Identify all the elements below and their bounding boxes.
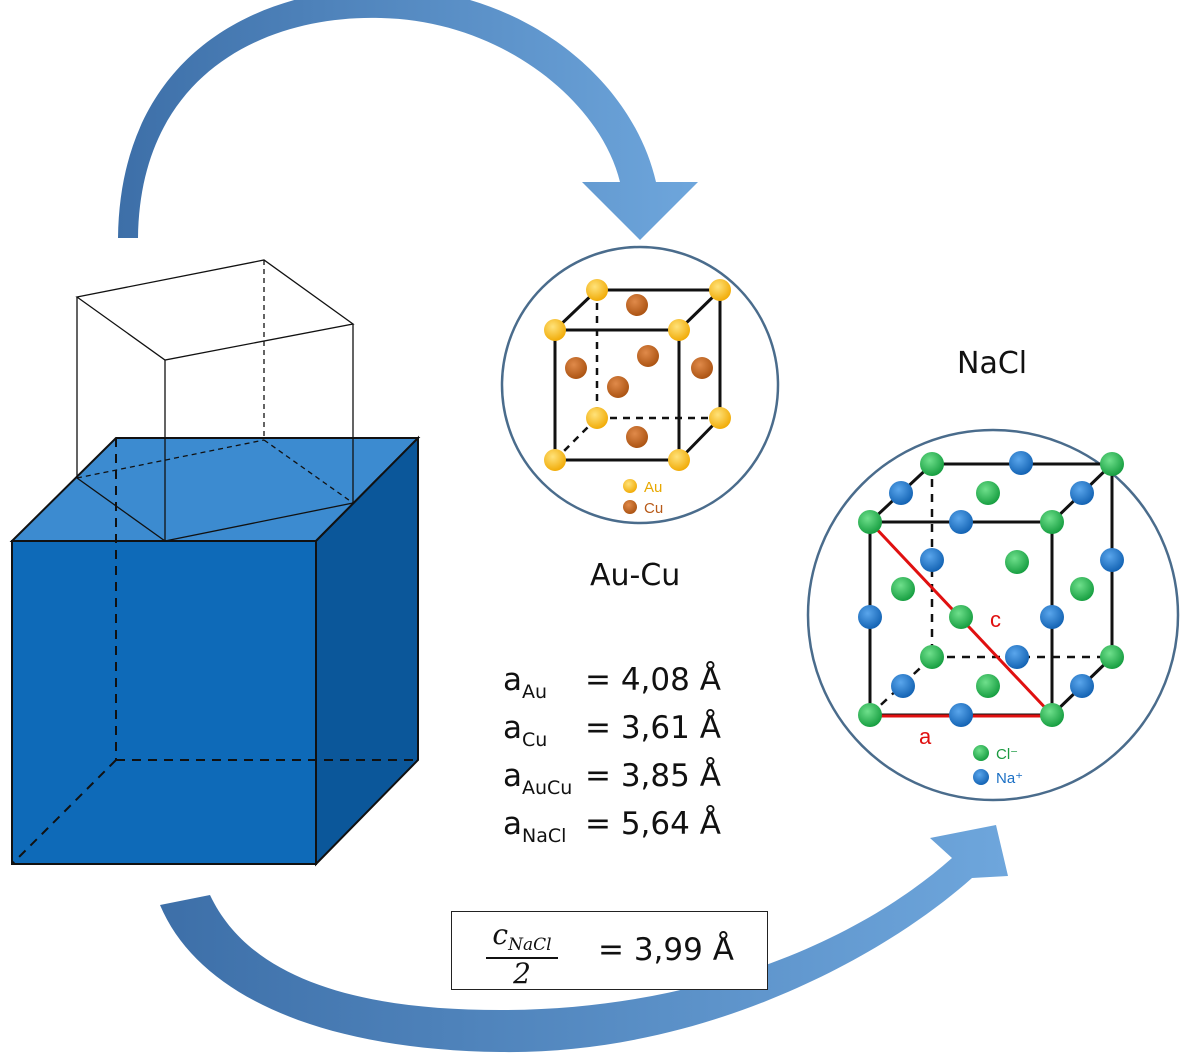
cl-ion (1040, 703, 1064, 727)
cu-atom (626, 294, 648, 316)
cl-legend-label: Cl⁻ (996, 746, 1018, 763)
lattice-constant-cu: aCu = 3,61 Å (503, 710, 721, 751)
cu-atom (691, 357, 713, 379)
aucu-circle (500, 245, 780, 525)
na-legend-swatch (973, 769, 989, 785)
cu-atom (626, 426, 648, 448)
subscript: Au (522, 681, 548, 703)
na-ion (1040, 605, 1064, 629)
symbol: a (503, 806, 522, 842)
na-legend-label: Na⁺ (996, 770, 1023, 787)
na-ion (949, 703, 973, 727)
value: = 3,61 Å (585, 710, 721, 746)
cu-legend-swatch (623, 500, 637, 514)
au-atom (586, 279, 608, 301)
cu-atom (637, 345, 659, 367)
cu-atom (607, 376, 629, 398)
au-atom (668, 449, 690, 471)
cl-ion (858, 510, 882, 534)
cl-ions (858, 452, 1124, 727)
film-cube (75, 259, 355, 542)
aucu-unit-cell: Au Cu (500, 245, 780, 525)
lattice-constant-nacl: aNaCl = 5,64 Å (503, 806, 721, 847)
na-ion (1009, 451, 1033, 475)
au-atom (709, 407, 731, 429)
cl-ion (976, 481, 1000, 505)
lattice-constant-au: aAu = 4,08 Å (503, 662, 721, 703)
substrate-cube (9, 435, 421, 867)
na-ion (1100, 548, 1124, 572)
na-ion (1070, 481, 1094, 505)
symbol: a (503, 710, 522, 746)
au-atom (544, 319, 566, 341)
cu-atom (565, 357, 587, 379)
au-atom (586, 407, 608, 429)
bottom-curved-arrow (160, 825, 1008, 1053)
nacl-title: NaCl (957, 346, 1028, 381)
top-curved-arrow (118, 0, 698, 240)
cl-ion (976, 674, 1000, 698)
substrate-front-face (11, 540, 317, 865)
cl-ion (1100, 452, 1124, 476)
cl-ion (949, 605, 973, 629)
cu-legend-label: Cu (644, 500, 663, 517)
value: = 5,64 Å (585, 806, 721, 842)
lattice-constant-aucu: aAuCu = 3,85 Å (503, 758, 721, 799)
au-legend-label: Au (644, 479, 662, 496)
cl-ion (1040, 510, 1064, 534)
cl-ion (1070, 577, 1094, 601)
au-legend-swatch (623, 479, 637, 493)
subscript: Cu (522, 729, 548, 751)
formula-value: = 3,99 Å (598, 932, 734, 968)
cl-ion (1005, 550, 1029, 574)
formula-numerator: cNaCl (486, 918, 558, 959)
cl-legend-swatch (973, 745, 989, 761)
edge-a-label: a (919, 724, 932, 749)
na-ion (920, 548, 944, 572)
cl-ion (920, 452, 944, 476)
aucu-title: Au-Cu (590, 558, 681, 593)
cl-ion (1100, 645, 1124, 669)
au-atoms (544, 279, 731, 471)
cu-atoms (565, 294, 713, 448)
na-ions (858, 451, 1124, 727)
subscript: NaCl (522, 825, 567, 847)
formula-fraction: cNaCl 2 (486, 918, 558, 989)
edge-c-label: c (990, 607, 1001, 632)
nacl-unit-cell: a c Cl⁻ Na⁺ (806, 428, 1180, 802)
au-atom (709, 279, 731, 301)
cl-ion (891, 577, 915, 601)
na-ion (891, 674, 915, 698)
value: = 3,85 Å (585, 758, 721, 794)
value: = 4,08 Å (585, 662, 721, 698)
na-ion (889, 481, 913, 505)
na-ion (1070, 674, 1094, 698)
na-ion (949, 510, 973, 534)
cl-ion (858, 703, 882, 727)
formula-denominator: 2 (513, 957, 531, 990)
symbol: a (503, 662, 522, 698)
na-ion (858, 605, 882, 629)
na-ion (1005, 645, 1029, 669)
au-atom (544, 449, 566, 471)
au-atom (668, 319, 690, 341)
formula-box: cNaCl 2 = 3,99 Å (451, 911, 768, 990)
symbol: a (503, 758, 522, 794)
subscript: AuCu (522, 777, 573, 799)
cl-ion (920, 645, 944, 669)
